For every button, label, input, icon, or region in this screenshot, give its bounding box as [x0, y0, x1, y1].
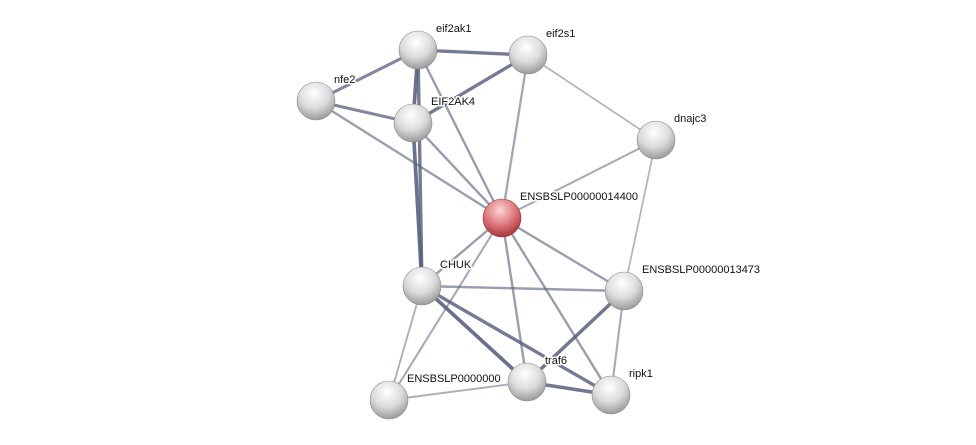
- protein-node[interactable]: [604, 271, 644, 311]
- protein-node[interactable]: [398, 30, 438, 70]
- edge-dnajc3-e13473[interactable]: [623, 139, 657, 292]
- node-traf6[interactable]: traf6: [507, 354, 569, 402]
- node-center[interactable]: ENSBSLP00000014400: [482, 190, 640, 238]
- edge-traf6-e000[interactable]: [388, 381, 528, 401]
- edge-eif2s1-dnajc3[interactable]: [527, 54, 657, 141]
- node-label: ENSBSLP0000000: [407, 373, 501, 385]
- protein-node[interactable]: [636, 120, 676, 160]
- node-e000[interactable]: ENSBSLP0000000: [369, 372, 502, 420]
- node-CHUK[interactable]: CHUK: [402, 258, 473, 306]
- node-eif2s1[interactable]: eif2s1: [508, 27, 577, 75]
- edge-eif2ak1-center[interactable]: [416, 49, 504, 219]
- node-label: traf6: [545, 355, 567, 367]
- protein-node[interactable]: [591, 375, 631, 415]
- edge-EIF2AK4-center[interactable]: [412, 122, 503, 219]
- node-label: ENSBSLP00000014400: [520, 191, 638, 203]
- protein-node[interactable]: [296, 81, 336, 121]
- node-label: eif2s1: [546, 28, 575, 40]
- node-label: nfe2: [334, 74, 355, 86]
- edge-eif2s1-EIF2AK4[interactable]: [412, 53, 529, 125]
- edge-CHUK-traf6[interactable]: [420, 284, 529, 384]
- node-nfe2[interactable]: nfe2: [296, 73, 357, 121]
- edge-nfe2-center[interactable]: [315, 99, 503, 220]
- query-protein-node[interactable]: [482, 198, 522, 238]
- protein-node[interactable]: [402, 266, 442, 306]
- edge-center-ripk1[interactable]: [500, 217, 613, 396]
- protein-node[interactable]: [393, 103, 433, 143]
- node-label: CHUK: [440, 259, 472, 271]
- edge-dnajc3-center[interactable]: [501, 139, 657, 219]
- protein-node[interactable]: [508, 35, 548, 75]
- node-eif2ak1[interactable]: eif2ak1: [398, 22, 473, 70]
- node-label: EIF2AK4: [431, 96, 475, 108]
- node-label: ripk1: [629, 368, 653, 380]
- node-label: eif2ak1: [436, 23, 471, 35]
- edge-CHUK-e000[interactable]: [388, 285, 423, 401]
- node-dnajc3[interactable]: dnajc3: [636, 112, 708, 160]
- edge-CHUK-e13473[interactable]: [421, 284, 625, 293]
- edge-eif2s1-center[interactable]: [500, 54, 530, 219]
- node-label: ENSBSLP00000013473: [642, 264, 760, 276]
- edge-e13473-traf6[interactable]: [525, 289, 626, 384]
- edge-center-traf6[interactable]: [500, 217, 529, 383]
- edge-CHUK-ripk1[interactable]: [421, 284, 612, 397]
- edge-EIF2AK4-CHUK[interactable]: [411, 122, 424, 287]
- protein-node[interactable]: [507, 362, 547, 402]
- node-e13473[interactable]: ENSBSLP00000013473: [604, 263, 762, 311]
- node-EIF2AK4[interactable]: EIF2AK4: [393, 95, 477, 143]
- node-label: dnajc3: [674, 113, 706, 125]
- edge-center-e13473[interactable]: [501, 216, 625, 293]
- node-ripk1[interactable]: ripk1: [591, 367, 654, 415]
- protein-node[interactable]: [369, 380, 409, 420]
